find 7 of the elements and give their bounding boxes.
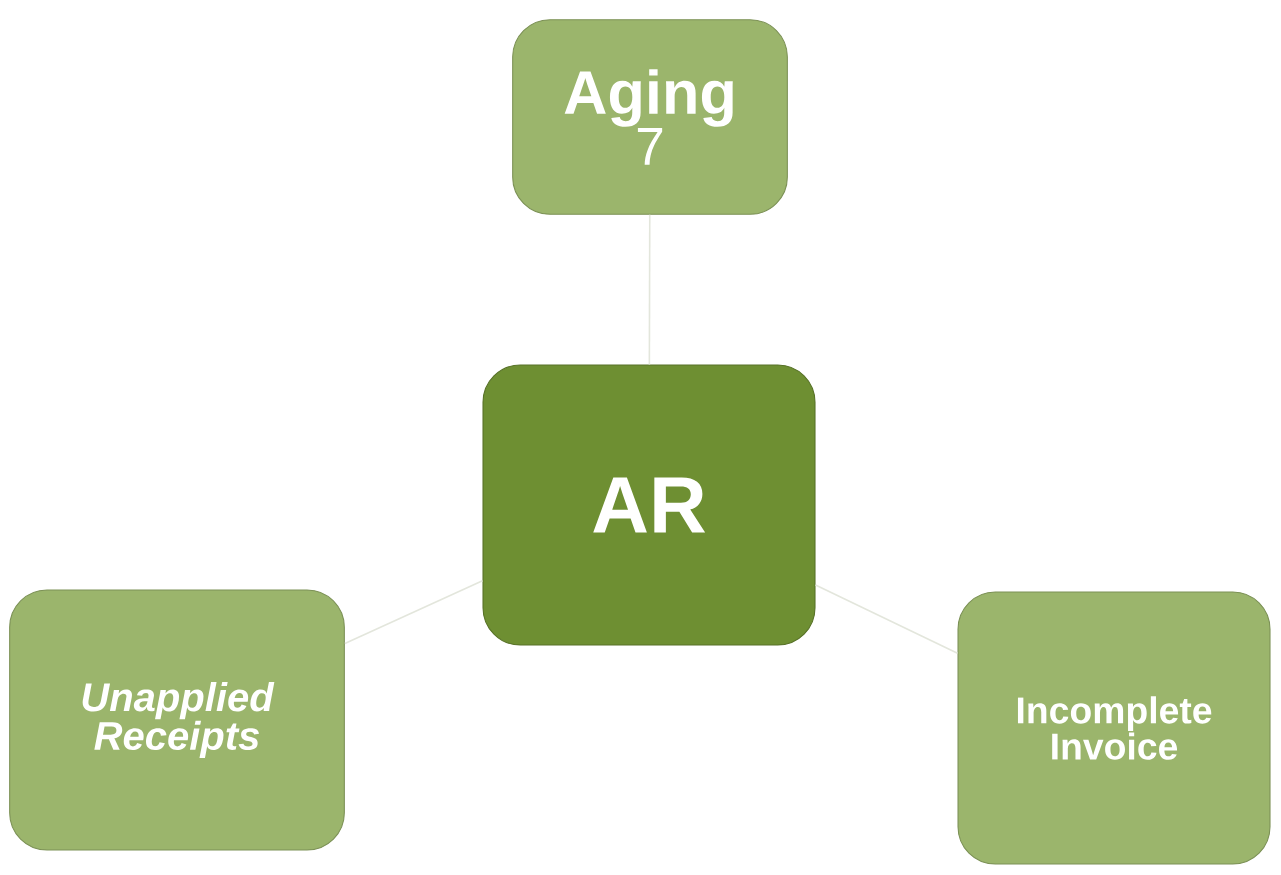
rounded-box: Aging 7 [512,19,788,215]
rounded-box: Unapplied Receipts [9,589,345,851]
rounded-box: Incomplete Invoice [957,591,1271,865]
connector-line [344,580,484,645]
rounded-box: AR [482,364,816,646]
connector-line [648,214,651,366]
connector-line [814,584,959,655]
